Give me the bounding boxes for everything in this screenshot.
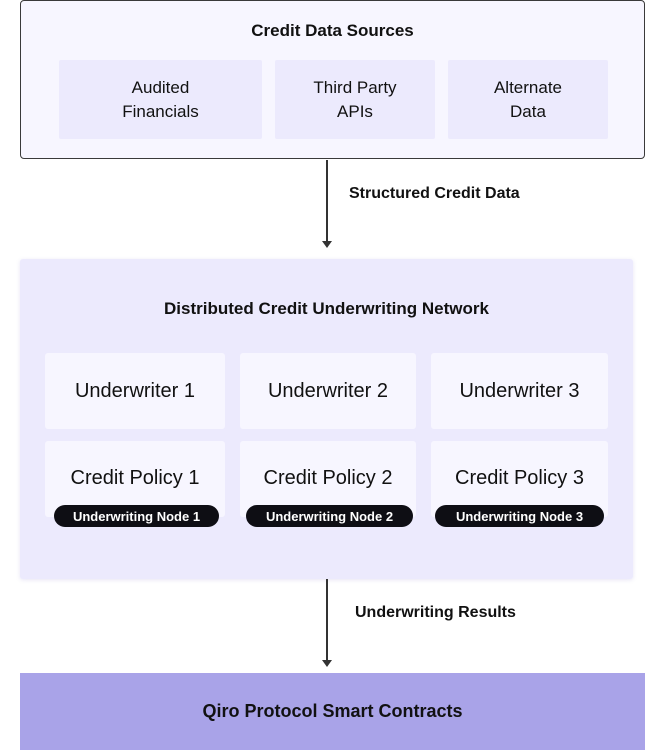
credit-policy-3-card: Credit Policy 3 <box>431 441 608 517</box>
underwriting-node-1-badge: Underwriting Node 1 <box>54 505 219 527</box>
credit-data-sources-panel: Credit Data Sources Audited Financials T… <box>20 0 645 159</box>
structured-credit-data-label: Structured Credit Data <box>349 185 520 202</box>
smart-contracts-bar: Qiro Protocol Smart Contracts <box>20 673 645 750</box>
network-title: Distributed Credit Underwriting Network <box>164 299 489 318</box>
smart-contracts-label: Qiro Protocol Smart Contracts <box>202 701 463 721</box>
underwriting-node-2-badge: Underwriting Node 2 <box>246 505 413 527</box>
source-alternate-data: Alternate Data <box>448 60 608 139</box>
underwriting-node-3-badge: Underwriting Node 3 <box>435 505 604 527</box>
source-audited-financials: Audited Financials <box>59 60 262 139</box>
credit-policy-2-card: Credit Policy 2 <box>240 441 416 517</box>
source-third-party-apis: Third Party APIs <box>275 60 435 139</box>
underwriter-2-card: Underwriter 2 <box>240 353 416 429</box>
credit-policy-1-card: Credit Policy 1 <box>45 441 225 517</box>
underwriting-network-panel: Distributed Credit Underwriting Network … <box>20 259 633 579</box>
top-arrow-head <box>322 241 332 248</box>
underwriter-1-card: Underwriter 1 <box>45 353 225 429</box>
top-connector-line <box>326 160 328 242</box>
sources-title: Credit Data Sources <box>251 21 414 40</box>
bottom-connector-line <box>326 579 328 661</box>
underwriter-3-card: Underwriter 3 <box>431 353 608 429</box>
bottom-arrow-head <box>322 660 332 667</box>
underwriting-results-label: Underwriting Results <box>355 604 516 621</box>
